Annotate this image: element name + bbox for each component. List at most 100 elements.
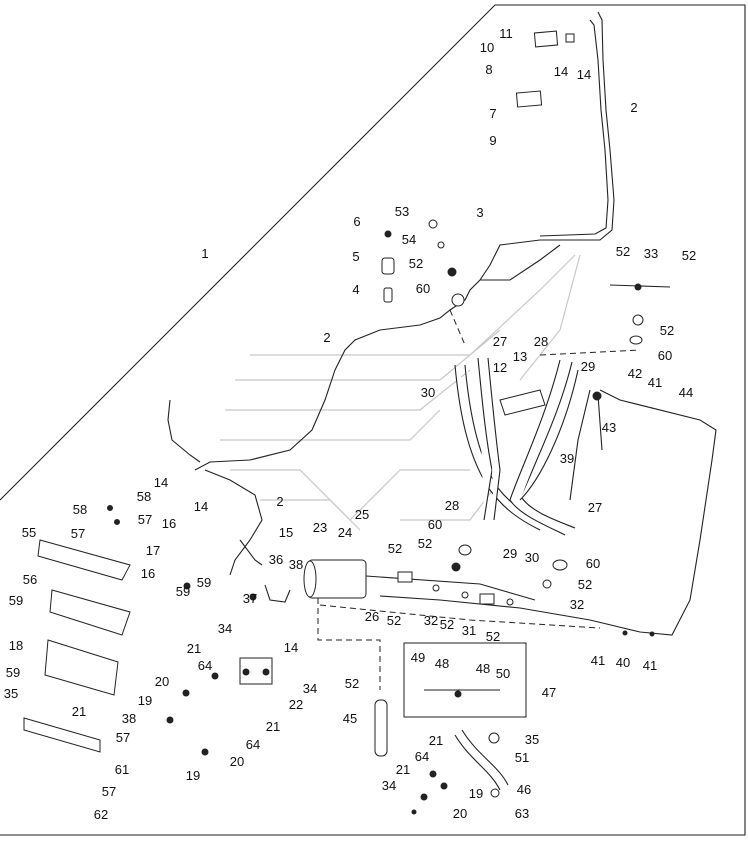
- callout-24: 24: [337, 525, 353, 540]
- callout-20: 20: [452, 806, 468, 821]
- callout-45: 45: [342, 711, 358, 726]
- callout-31: 31: [461, 623, 477, 638]
- callout-1: 1: [201, 246, 209, 261]
- callout-11: 11: [499, 26, 513, 41]
- fuel-filter: [307, 559, 367, 599]
- callout-2: 2: [630, 100, 638, 115]
- callout-14: 14: [576, 67, 592, 82]
- callout-32: 32: [423, 613, 439, 628]
- callout-17: 17: [145, 543, 161, 558]
- callout-40: 40: [615, 655, 631, 670]
- callout-43: 43: [601, 420, 617, 435]
- callout-57: 57: [115, 730, 131, 745]
- callout-52: 52: [681, 248, 697, 263]
- callout-62: 62: [93, 807, 109, 822]
- callout-21: 21: [186, 641, 202, 656]
- callout-21: 21: [395, 762, 411, 777]
- callout-15: 15: [278, 525, 294, 540]
- callout-8: 8: [485, 62, 493, 77]
- callout-3: 3: [476, 205, 484, 220]
- callout-46: 46: [516, 782, 532, 797]
- callout-52: 52: [344, 676, 360, 691]
- callout-57: 57: [101, 784, 117, 799]
- callout-55: 55: [21, 525, 37, 540]
- callout-28: 28: [533, 334, 549, 349]
- callout-14: 14: [283, 640, 299, 655]
- callout-60: 60: [585, 556, 601, 571]
- callout-18: 18: [8, 638, 24, 653]
- callout-41: 41: [642, 658, 658, 673]
- callout-64: 64: [245, 737, 261, 752]
- callout-52: 52: [577, 577, 593, 592]
- watermark-logo: [220, 254, 581, 531]
- callout-33: 33: [643, 246, 659, 261]
- callout-19: 19: [137, 693, 153, 708]
- callout-58: 58: [72, 502, 88, 517]
- callout-16: 16: [140, 566, 156, 581]
- callout-4: 4: [352, 282, 360, 297]
- callout-34: 34: [381, 778, 397, 793]
- callout-22: 22: [288, 697, 304, 712]
- callout-29: 29: [580, 359, 596, 374]
- callout-19: 19: [468, 786, 484, 801]
- callout-35: 35: [524, 732, 540, 747]
- callout-57: 57: [137, 512, 153, 527]
- callout-57: 57: [70, 526, 86, 541]
- fuel-line: [194, 11, 615, 471]
- callout-59: 59: [8, 593, 24, 608]
- callout-63: 63: [514, 806, 530, 821]
- frame-outline: [0, 4, 746, 836]
- callout-52: 52: [408, 256, 424, 271]
- callout-25: 25: [354, 507, 370, 522]
- callout-30: 30: [524, 550, 540, 565]
- callout-20: 20: [229, 754, 245, 769]
- callout-58: 58: [136, 489, 152, 504]
- callout-14: 14: [193, 499, 209, 514]
- callout-37: 37: [242, 591, 258, 606]
- callout-27: 27: [492, 334, 508, 349]
- callout-7: 7: [489, 106, 497, 121]
- callout-34: 34: [217, 621, 233, 636]
- callout-35: 35: [3, 686, 19, 701]
- callout-21: 21: [265, 719, 281, 734]
- callout-47: 47: [541, 685, 557, 700]
- callout-16: 16: [161, 516, 177, 531]
- callout-60: 60: [657, 348, 673, 363]
- panel-55: [37, 539, 131, 581]
- callout-51: 51: [514, 750, 530, 765]
- callout-5: 5: [352, 249, 360, 264]
- callout-52: 52: [659, 323, 675, 338]
- callout-21: 21: [71, 704, 87, 719]
- callout-59: 59: [5, 665, 21, 680]
- callout-34: 34: [302, 681, 318, 696]
- panel-56: [49, 589, 131, 636]
- callout-14: 14: [553, 64, 569, 79]
- callout-52: 52: [387, 541, 403, 556]
- callout-20: 20: [154, 674, 170, 689]
- callout-52: 52: [439, 617, 455, 632]
- callout-41: 41: [590, 653, 606, 668]
- callout-19: 19: [185, 768, 201, 783]
- callout-64: 64: [414, 749, 430, 764]
- callout-38: 38: [121, 711, 137, 726]
- callout-26: 26: [364, 609, 380, 624]
- callout-60: 60: [415, 281, 431, 296]
- callout-48: 48: [475, 661, 491, 676]
- callout-52: 52: [386, 613, 402, 628]
- block-61: [23, 717, 101, 753]
- callout-61: 61: [114, 762, 130, 777]
- fuel-tank: [589, 389, 717, 636]
- callout-52: 52: [417, 536, 433, 551]
- panel-18: [44, 639, 119, 696]
- callout-52: 52: [615, 244, 631, 259]
- callout-2: 2: [323, 330, 331, 345]
- callout-23: 23: [312, 520, 328, 535]
- callout-28: 28: [444, 498, 460, 513]
- callout-12: 12: [492, 360, 508, 375]
- callout-32: 32: [569, 597, 585, 612]
- callout-13: 13: [512, 349, 528, 364]
- callout-42: 42: [627, 366, 643, 381]
- callout-50: 50: [495, 666, 511, 681]
- callout-38: 38: [288, 557, 304, 572]
- callout-56: 56: [22, 572, 38, 587]
